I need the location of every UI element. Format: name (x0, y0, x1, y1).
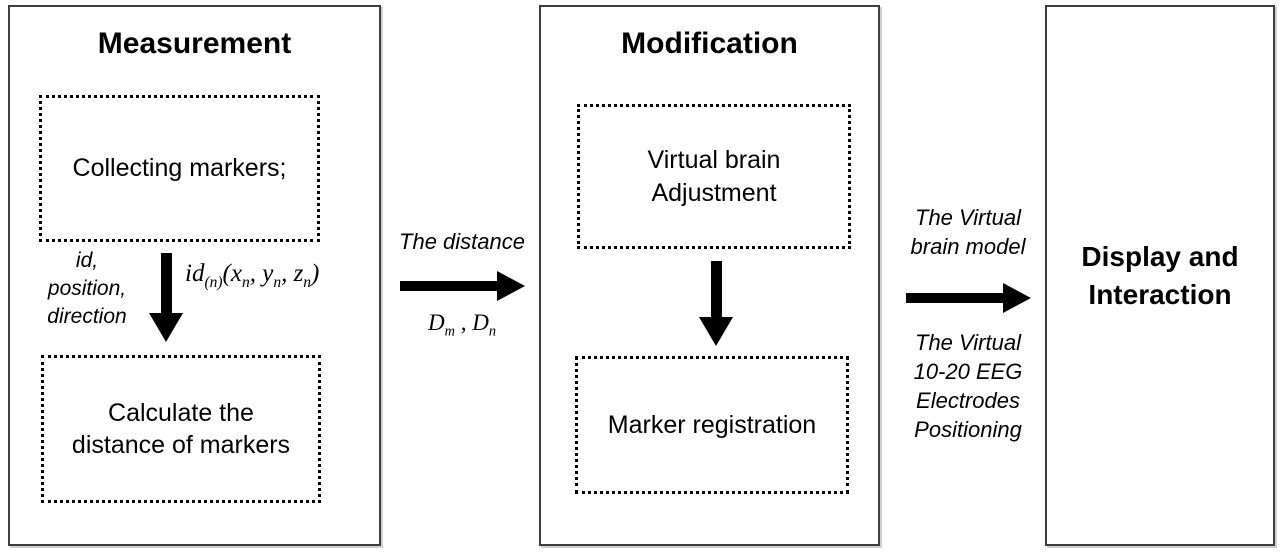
distance-flow-label: The distance (399, 229, 525, 254)
formula-id-base: id (185, 260, 205, 287)
eeg-positioning-label: The Virtual 10-20 EEG Electrodes Positio… (913, 329, 1023, 443)
down-arrow-icon (149, 253, 183, 342)
flow-measure-to-modify: The distance Dm , Dn (388, 227, 536, 341)
formula-x-subscript: n (241, 274, 250, 291)
right-arrow-head (496, 271, 525, 302)
right-arrow-head (1002, 282, 1031, 313)
virtual-brain-model-label: The Virtual brain model (910, 205, 1026, 260)
formula-z-term: , z (281, 260, 304, 287)
modification-title: Modification (621, 27, 798, 60)
right-arrow-icon (388, 271, 536, 302)
formula-z-subscript: n (303, 274, 312, 291)
down-arrow-head (149, 313, 183, 342)
formula-d2: D (472, 310, 489, 336)
collecting-markers-label: Collecting markers; (72, 154, 287, 183)
distance-variables-formula: Dm , Dn (388, 310, 536, 341)
collecting-markers-box: Collecting markers; (39, 95, 320, 242)
formula-y-term: , y (249, 260, 274, 287)
down-arrow-shaft (710, 261, 722, 317)
marker-id-formula: id(n)(xn, yn, zn) (185, 260, 319, 292)
right-arrow-icon (893, 282, 1043, 313)
down-arrow-head (699, 317, 733, 346)
formula-close-paren: ) (311, 260, 320, 287)
flow-modify-to-display: The Virtual brain model The Virtual 10-2… (893, 203, 1043, 445)
down-arrow-icon (699, 261, 733, 346)
calculate-distance-box: Calculate the distance of markers (41, 355, 321, 503)
formula-x-term: (x (222, 260, 242, 287)
right-arrow-shaft (905, 292, 1003, 303)
measurement-title: Measurement (97, 27, 292, 60)
virtual-brain-adjustment-label: Virtual brain Adjustment (647, 146, 781, 207)
formula-d2-subscript: n (488, 323, 496, 340)
right-arrow-shaft (399, 281, 497, 292)
panel-measurement: Measurement Collecting markers; id, posi… (8, 5, 381, 546)
panel-modification: Modification Virtual brain Adjustment Ma… (539, 5, 880, 546)
display-interaction-title: Display and Interaction (1081, 240, 1239, 310)
formula-d1-subscript: m (444, 323, 455, 340)
marker-registration-box: Marker registration (575, 356, 849, 494)
marker-registration-label: Marker registration (607, 410, 817, 439)
virtual-brain-adjustment-box: Virtual brain Adjustment (577, 104, 851, 249)
marker-attributes-label: id, position, direction (47, 249, 127, 329)
formula-id-subscript: (n) (204, 274, 223, 291)
formula-separator: , (454, 310, 473, 336)
formula-d1: D (428, 310, 445, 336)
panel-display-interaction: Display and Interaction (1045, 5, 1275, 546)
formula-y-subscript: n (273, 274, 282, 291)
down-arrow-shaft (160, 253, 172, 313)
calculate-distance-label: Calculate the distance of markers (71, 398, 291, 460)
